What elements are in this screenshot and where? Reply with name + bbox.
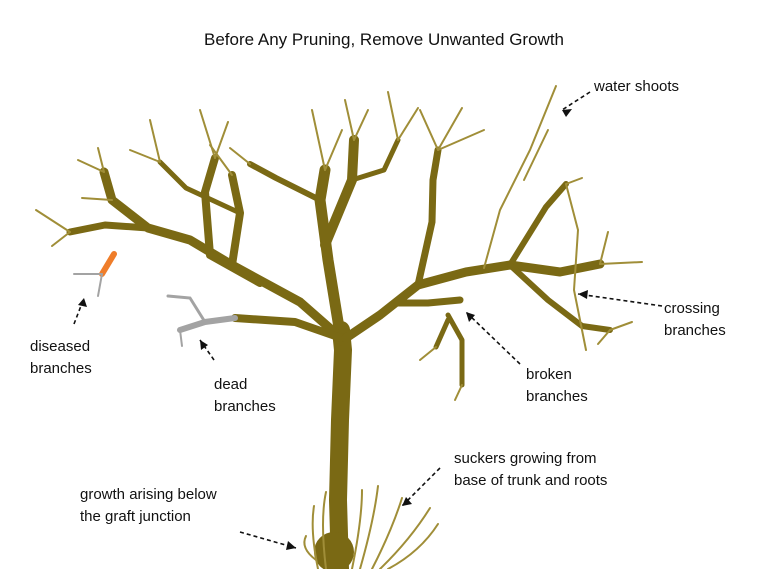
label-water-shoots: water shoots (594, 78, 680, 95)
dead-branch (166, 294, 238, 347)
arrow-broken (465, 311, 521, 365)
label-suckers: suckers growing from base of trunk and r… (454, 450, 608, 489)
main-limbs (66, 135, 613, 388)
label-dead-branches: dead branches (214, 376, 276, 415)
label-crossing-branches: crossing branches (664, 300, 726, 339)
arrow-graft (239, 531, 297, 549)
label-broken-branches: broken branches (526, 366, 588, 405)
arrow-crossing (577, 293, 663, 307)
label-diseased-branches: diseased branches (30, 338, 92, 377)
graft-growth (303, 535, 317, 561)
arrow-suckers (401, 467, 441, 507)
water-shoots (483, 85, 557, 269)
arrow-water-shoots (561, 91, 591, 111)
label-graft-growth: growth arising below the graft junction (80, 486, 217, 525)
suckers (311, 485, 439, 569)
fine-twigs (35, 91, 643, 401)
arrow-heads (78, 109, 588, 550)
diseased-branch (73, 251, 117, 297)
diagram-title: Before Any Pruning, Remove Unwanted Grow… (203, 30, 565, 49)
crossing-branch (565, 183, 587, 351)
